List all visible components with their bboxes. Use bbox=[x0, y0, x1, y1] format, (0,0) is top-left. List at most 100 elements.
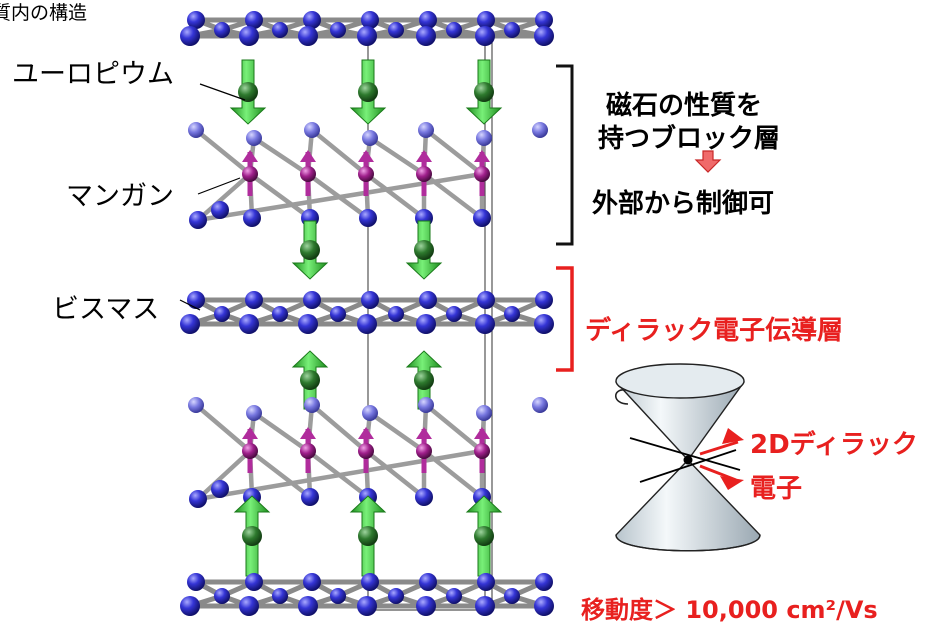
europium-row-upper-1 bbox=[465, 59, 503, 125]
bismuth-atom bbox=[446, 588, 462, 604]
manganese-spin-arrowhead bbox=[416, 427, 432, 439]
mn-bi-bond bbox=[247, 448, 313, 500]
magnetic-block-text-2: 持つブロック層 bbox=[598, 124, 781, 154]
bismuth-atom bbox=[476, 130, 492, 146]
dirac-cone-icon bbox=[614, 363, 761, 552]
mn-bi-bond bbox=[251, 135, 311, 177]
magnetic-block-text-1: 磁石の性質を bbox=[606, 91, 763, 121]
bismuth-atom bbox=[446, 22, 462, 38]
europium-atom bbox=[414, 240, 434, 260]
manganese-spin-arrowhead bbox=[300, 427, 316, 439]
bismuth-atom bbox=[357, 314, 377, 334]
bismuth-atom bbox=[188, 397, 204, 413]
bismuth-atom bbox=[418, 397, 434, 413]
mobility-label: 移動度＞ 10,000 cm²/Vs bbox=[581, 596, 878, 624]
bismuth-atom bbox=[535, 11, 553, 29]
manganese-atom bbox=[300, 443, 316, 459]
bismuth-atom bbox=[187, 291, 205, 309]
mn-block-upper bbox=[188, 122, 548, 229]
mn-bi-bond bbox=[423, 402, 485, 454]
mn-bi-bond bbox=[195, 448, 253, 502]
bismuth-atom bbox=[298, 26, 318, 46]
mn-bi-bond bbox=[367, 135, 427, 177]
bismuth-sheet-middle bbox=[180, 291, 554, 334]
bismuth-atom bbox=[477, 291, 495, 309]
europium-atom bbox=[358, 82, 378, 102]
bismuth-atom bbox=[298, 314, 318, 334]
manganese-atom bbox=[474, 166, 490, 182]
figure-title: 質内の構造 bbox=[0, 2, 88, 24]
bismuth-atom bbox=[180, 596, 200, 616]
bismuth-atom bbox=[419, 291, 437, 309]
bismuth-atom bbox=[303, 11, 321, 29]
bismuth-atom bbox=[534, 26, 554, 46]
bismuth-atom bbox=[532, 397, 548, 413]
bismuth-sheet-top bbox=[180, 11, 554, 46]
mn-bi-bond bbox=[247, 171, 313, 221]
dirac-layer-label: ディラック電子伝導層 bbox=[585, 316, 844, 346]
manganese-atom bbox=[358, 443, 374, 459]
bismuth-atom bbox=[477, 11, 495, 29]
bismuth-atom bbox=[214, 588, 230, 604]
bismuth-atom bbox=[330, 306, 346, 322]
bismuth-atom bbox=[388, 588, 404, 604]
bismuth-atom bbox=[416, 596, 436, 616]
bismuth-atom bbox=[301, 488, 319, 506]
europium-row-upper-1 bbox=[349, 59, 387, 125]
bismuth-atom bbox=[361, 291, 379, 309]
europium-label: ユーロピウム bbox=[12, 59, 174, 90]
bismuth-atom bbox=[189, 490, 207, 508]
bismuth-atom bbox=[475, 26, 495, 46]
bismuth-atom bbox=[180, 314, 200, 334]
bismuth-label: ビスマス bbox=[52, 294, 160, 325]
manganese-atom bbox=[474, 443, 490, 459]
bismuth-atom bbox=[475, 314, 495, 334]
bismuth-atom bbox=[361, 573, 379, 591]
mn-bi-bond bbox=[363, 448, 427, 500]
mn-bi-bond bbox=[193, 402, 253, 454]
europium-atom bbox=[474, 526, 494, 546]
bismuth-atom bbox=[187, 11, 205, 29]
bismuth-atom bbox=[388, 22, 404, 38]
bismuth-atom bbox=[504, 306, 520, 322]
bismuth-atom bbox=[357, 26, 377, 46]
bismuth-atom bbox=[504, 22, 520, 38]
bismuth-atom bbox=[416, 26, 436, 46]
manganese-atom bbox=[300, 166, 316, 182]
bismuth-atom bbox=[239, 314, 259, 334]
bismuth-atom bbox=[298, 596, 318, 616]
mn-block-lower bbox=[188, 397, 548, 508]
bismuth-atom bbox=[272, 22, 288, 38]
manganese-spin-arrowhead bbox=[474, 427, 490, 439]
bismuth-atom bbox=[476, 405, 492, 421]
bismuth-atom bbox=[416, 314, 436, 334]
mn-bi-bond bbox=[251, 410, 311, 454]
europium-atom bbox=[238, 82, 258, 102]
bismuth-atom bbox=[243, 209, 261, 227]
mn-bi-bond bbox=[367, 410, 427, 454]
bismuth-atom bbox=[214, 306, 230, 322]
manganese-spin-arrowhead bbox=[242, 427, 258, 439]
europium-atom bbox=[474, 82, 494, 102]
bismuth-atom bbox=[272, 588, 288, 604]
bismuth-atom bbox=[361, 11, 379, 29]
bismuth-atom bbox=[477, 573, 495, 591]
manganese-atom bbox=[358, 166, 374, 182]
bismuth-atom bbox=[187, 573, 205, 591]
bismuth-atom bbox=[504, 588, 520, 604]
europium-atom bbox=[242, 526, 262, 546]
manganese-atom bbox=[416, 166, 432, 182]
bismuth-atom bbox=[419, 11, 437, 29]
bismuth-sheet-bottom bbox=[180, 573, 554, 616]
manganese-label: マンガン bbox=[66, 181, 174, 212]
bismuth-atom bbox=[180, 26, 200, 46]
bismuth-atom bbox=[446, 306, 462, 322]
bismuth-atom bbox=[246, 405, 262, 421]
bismuth-atom bbox=[473, 209, 491, 227]
bismuth-atom bbox=[362, 130, 378, 146]
manganese-spin-arrowhead bbox=[474, 150, 490, 162]
europium-row-lower-2 bbox=[465, 495, 503, 577]
bismuth-atom bbox=[246, 130, 262, 146]
bismuth-atom bbox=[303, 573, 321, 591]
bismuth-atom bbox=[245, 573, 263, 591]
